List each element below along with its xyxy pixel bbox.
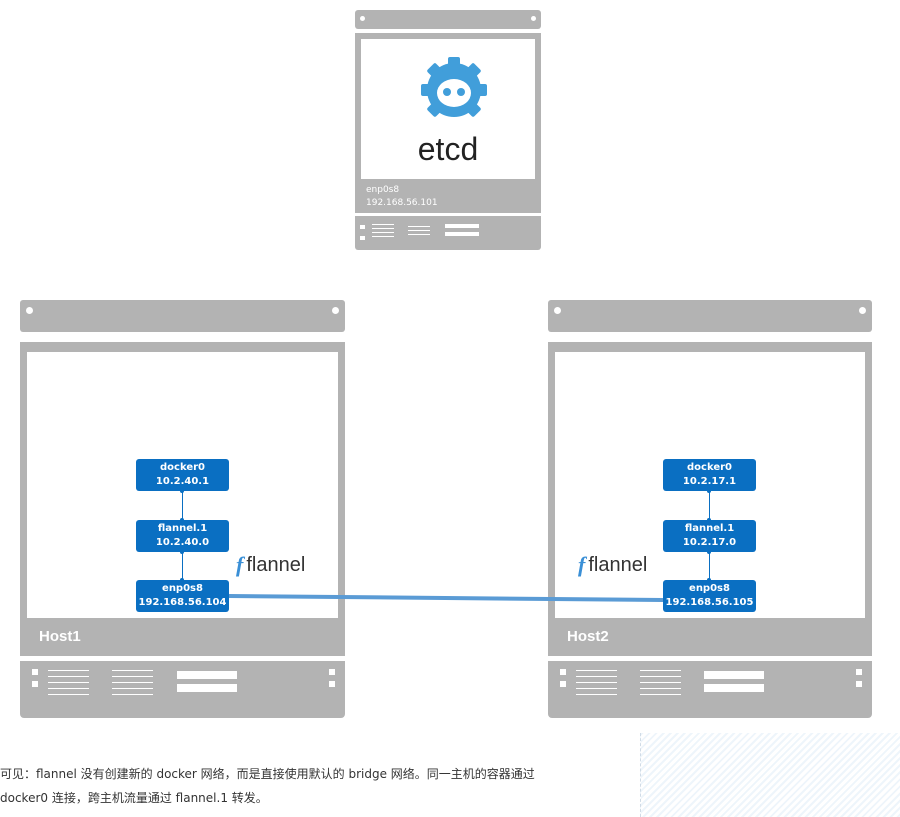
host2-flannel1-ip: 10.2.17.0 (682, 537, 737, 548)
host1-docker0-ip: 10.2.40.1 (155, 476, 210, 487)
port-icon (560, 681, 566, 687)
screw-icon (859, 307, 866, 314)
screw-icon (332, 307, 339, 314)
host1-flannel-logo: f flannel (236, 552, 305, 578)
caption-line-1: 可见：flannel 没有创建新的 docker 网络，而是直接使用默认的 br… (0, 767, 535, 781)
host1-flannel1-ip: 10.2.40.0 (155, 537, 210, 548)
host2-docker0-ip: 10.2.17.1 (682, 476, 737, 487)
port-icon (329, 669, 335, 675)
host2-flannel-logo-text: flannel (588, 553, 648, 576)
host1-label: Host1 (39, 628, 81, 645)
host1-top-bar (20, 300, 345, 332)
host1-enp0s8-name: enp0s8 (162, 583, 203, 594)
host2-enp0s8-box: enp0s8 192.168.56.105 (663, 580, 756, 612)
port-icon (856, 669, 862, 675)
host2-flannel1-box: flannel.1 10.2.17.0 (663, 520, 756, 552)
etcd-server-bottom (355, 216, 541, 250)
hatched-panel (640, 733, 900, 817)
flannel-icon: f (578, 552, 586, 577)
host2-top-bar (548, 300, 872, 332)
host1-bottom (20, 661, 345, 718)
host2-docker0-name: docker0 (686, 462, 732, 473)
etcd-screen: etcd (361, 39, 535, 179)
port-icon (360, 236, 365, 240)
port-icon (856, 681, 862, 687)
host2-flannel1-name: flannel.1 (684, 523, 735, 534)
etcd-logo-text: etcd (417, 131, 479, 167)
screw-icon (531, 16, 536, 21)
host2-label: Host2 (567, 628, 609, 645)
screw-icon (26, 307, 33, 314)
etcd-iface-label: enp0s8 (366, 185, 400, 195)
host1-enp0s8-box: enp0s8 192.168.56.104 (136, 580, 229, 612)
host2-bottom (548, 661, 872, 718)
port-icon (32, 681, 38, 687)
host1-flannel1-box: flannel.1 10.2.40.0 (136, 520, 229, 552)
caption: 可见：flannel 没有创建新的 docker 网络，而是直接使用默认的 br… (0, 762, 630, 810)
host2-flannel-logo: f flannel (578, 552, 647, 578)
host2-docker0-box: docker0 10.2.17.1 (663, 459, 756, 491)
host1-docker0-name: docker0 (159, 462, 205, 473)
host1-docker0-box: docker0 10.2.40.1 (136, 459, 229, 491)
host1-enp0s8-ip: 192.168.56.104 (138, 597, 227, 608)
etcd-server-body: etcd enp0s8 192.168.56.101 (355, 33, 541, 213)
host1-flannel1-name: flannel.1 (157, 523, 208, 534)
etcd-server-top-bar (355, 10, 541, 29)
etcd-logo-icon (421, 57, 487, 117)
host2-enp0s8-name: enp0s8 (689, 583, 730, 594)
host1-flannel-logo-text: flannel (246, 553, 306, 576)
host2-enp0s8-ip: 192.168.56.105 (665, 597, 754, 608)
port-icon (32, 669, 38, 675)
port-icon (360, 225, 365, 229)
caption-line-2: docker0 连接，跨主机流量通过 flannel.1 转发。 (0, 791, 268, 805)
screw-icon (554, 307, 561, 314)
port-icon (329, 681, 335, 687)
flannel-icon: f (236, 552, 244, 577)
port-icon (560, 669, 566, 675)
screw-icon (360, 16, 365, 21)
etcd-ip-label: 192.168.56.101 (366, 198, 438, 208)
